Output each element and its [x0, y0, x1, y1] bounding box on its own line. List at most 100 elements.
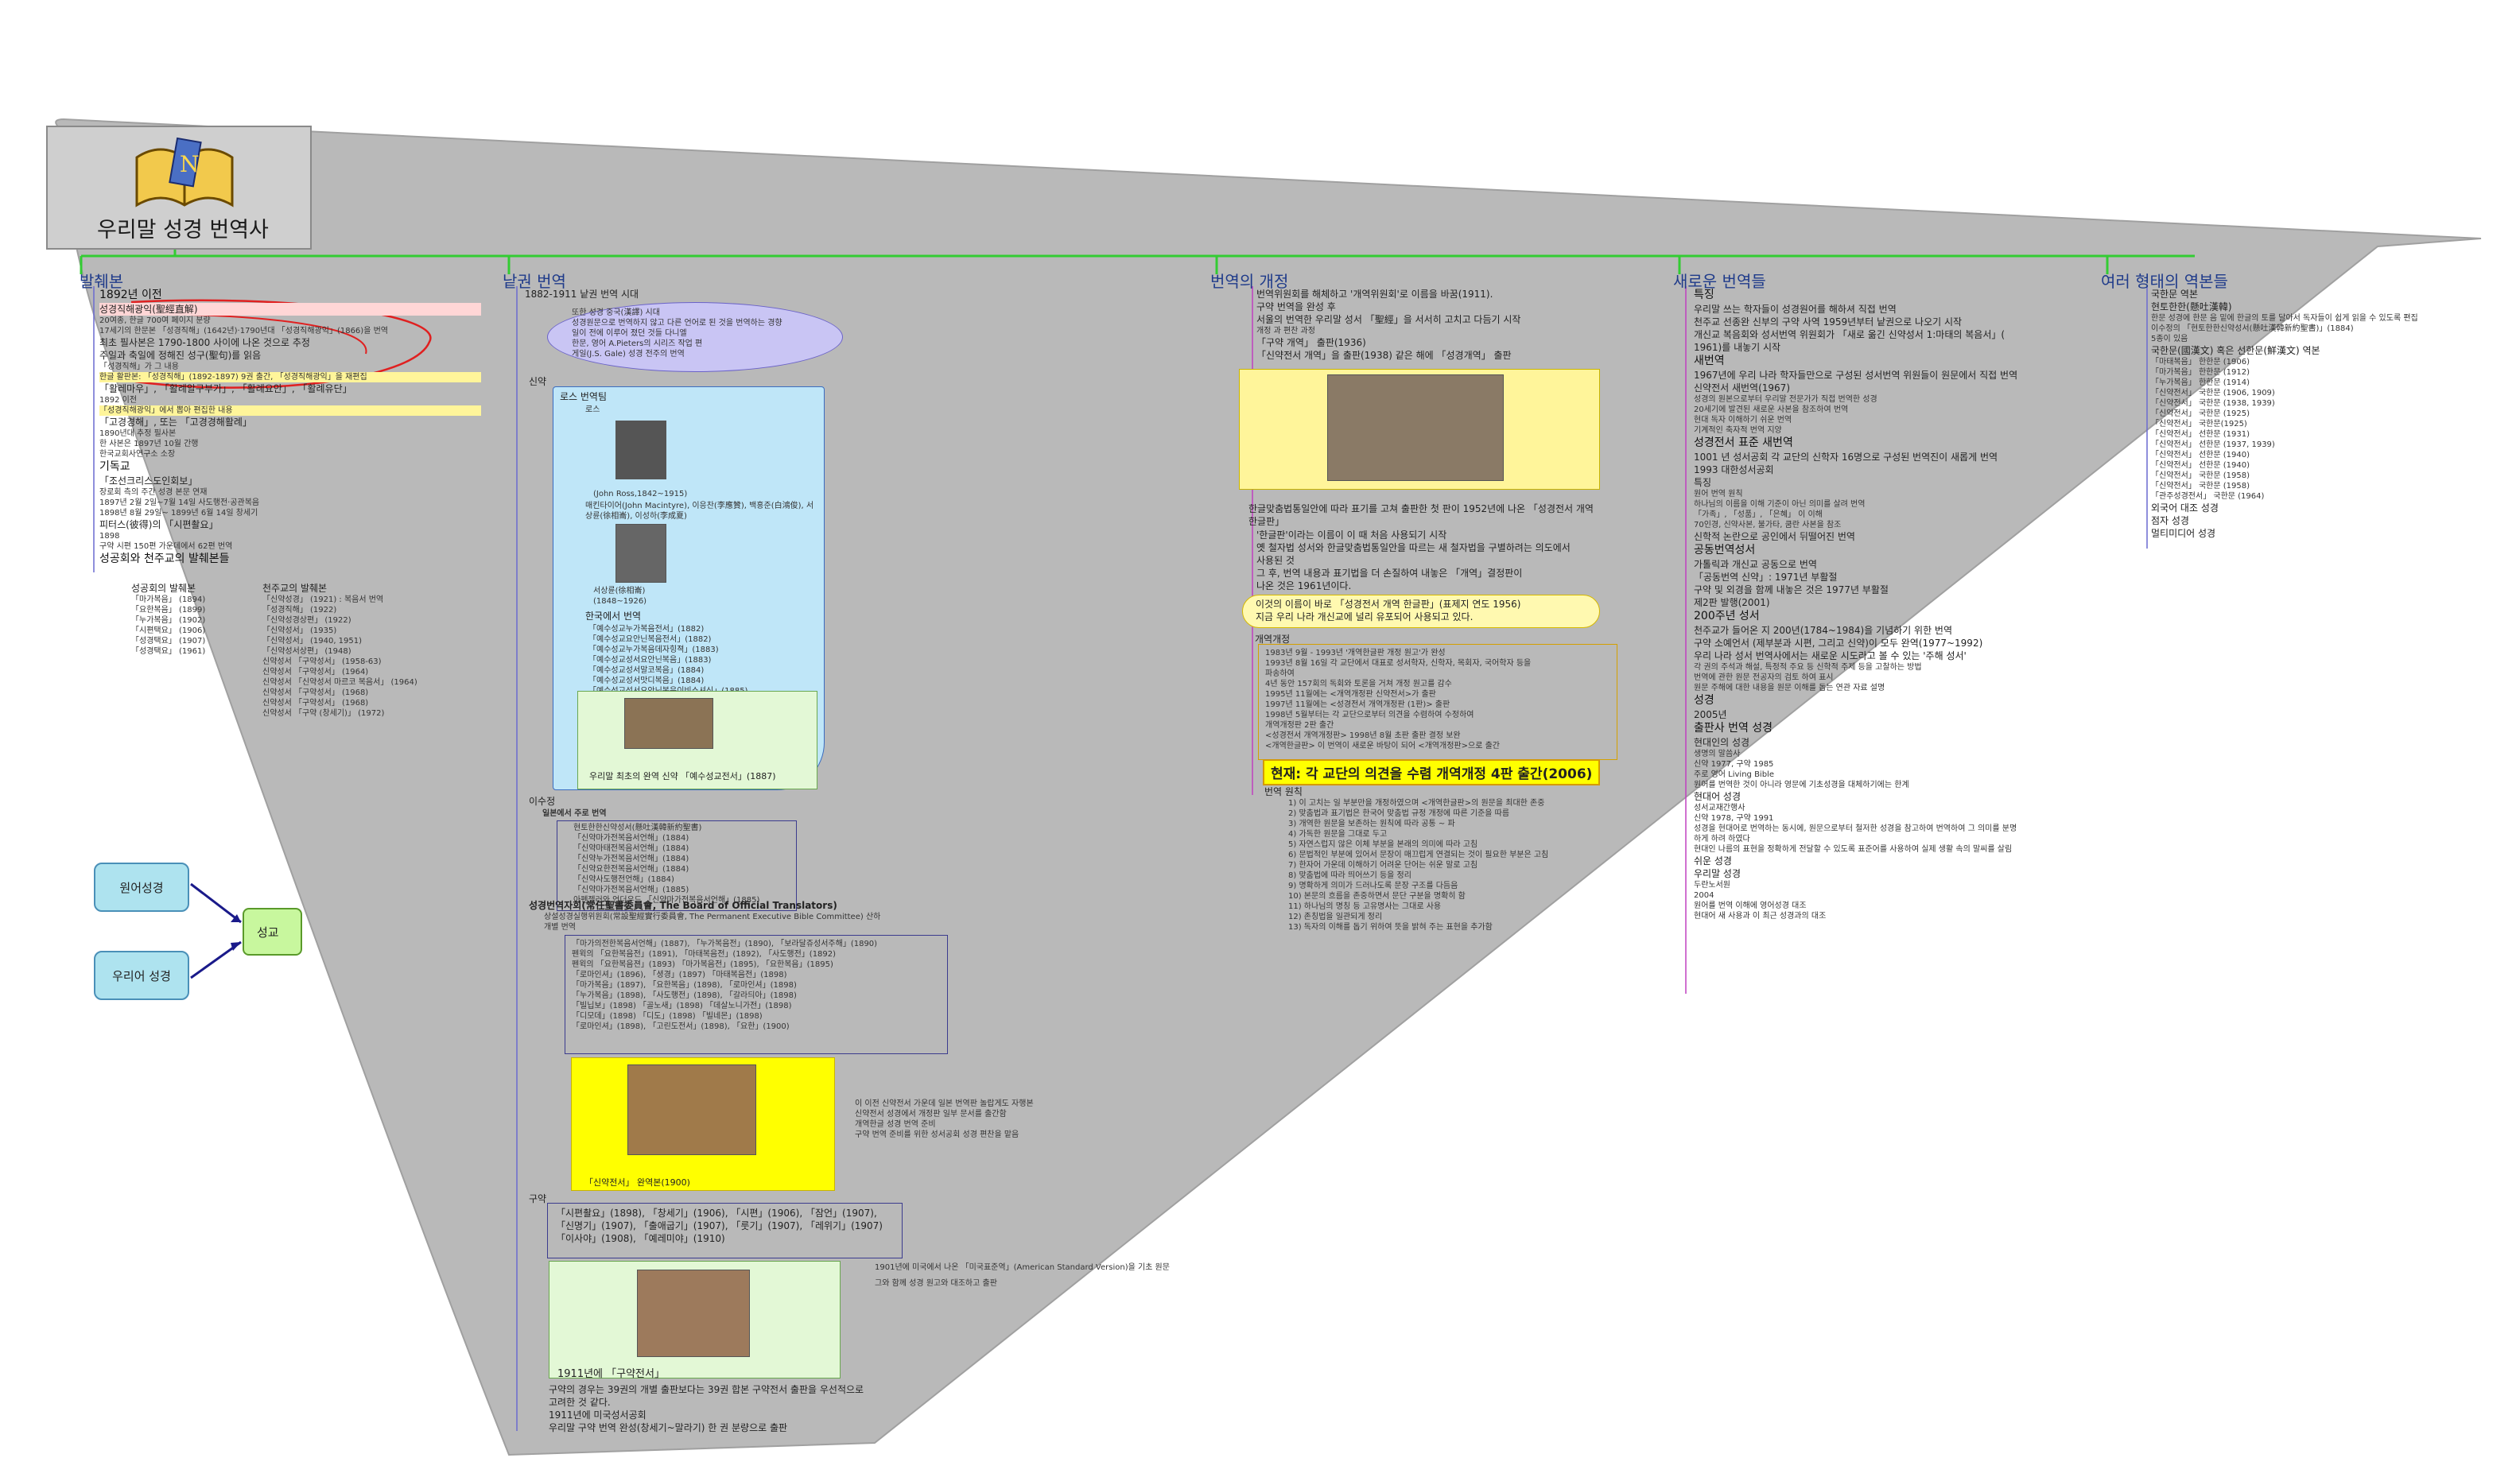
revision-item: 나온 것은 1961년이다. [1256, 580, 1352, 591]
ross-translation-item: 「예수성교요안닌복음전서」(1882) [588, 635, 712, 644]
revision-history-item: 1993년 8월 16일 각 교단에서 대표로 성서학자, 신학자, 목회자, … [1265, 659, 1532, 668]
version-form-item: 국한문 역본 [2151, 289, 2199, 300]
version-form-item: 「마가복음」 한한문 (1912) [2151, 368, 2250, 377]
old-testament-photo-box: 1911년에 「구약전서」 [549, 1261, 841, 1380]
new-translation-item: 1001 년 성서공회 각 교단의 신학자 16명으로 구성된 번역진이 새롭게… [1694, 452, 1998, 463]
catholic-item: 신약성서 「구약성서」 (1968) [262, 688, 369, 697]
new-translation-item: 천주교가 들어온 지 200년(1784~1984)을 기념하기 위한 번역 [1694, 625, 1953, 636]
ross-collaborators: 매킨타이어(John Macintyre), 이응찬(李應贊), 백홍준(白鴻俊… [585, 502, 814, 521]
new-translation-item: 현대인 나름의 표현을 정확하게 전달할 수 있도록 표준어를 사용하여 실제 … [1694, 845, 2013, 854]
excerpt-item: 성공회와 천주교의 발췌본들 [99, 553, 230, 565]
ross-name: 로스 [585, 405, 600, 414]
old-testament-tail-item: 우리말 구약 번역 완성(창세기~말라기) 한 권 분량으로 출판 [549, 1422, 788, 1433]
new-translation-item: 성경의 원본으로부터 우리말 전문가가 직접 번역한 성경 [1694, 395, 1877, 404]
ross-translation-item: 「예수성교성서말코복음」(1884) [588, 666, 705, 675]
version-form-item: 국한문(國漢文) 혹은 선한문(鮮漢文) 역본 [2151, 345, 2320, 356]
excerpt-item: 1892년 이전 [99, 289, 162, 301]
new-translation-item: 출판사 번역 성경 [1694, 722, 1773, 735]
new-translation-item: 1961)를 내놓기 시작 [1694, 342, 1781, 353]
revision-item: 구약 번역을 완성 후 [1256, 301, 1336, 312]
ross-translation-item: 「예수성교성서요안닌복음」(1883) [588, 656, 712, 665]
anglican-item: 「누가복음」 (1902) [131, 616, 206, 625]
korean-bible-button[interactable]: 우리어 성경 [94, 951, 189, 1000]
revision-history-item: <성경전서 개역개정판> 1998년 8월 초판 출판 결정 보완 [1265, 731, 1461, 740]
excerpt-item: 1898 [99, 532, 120, 541]
version-form-item: 「신약전서」 선한문 (1937, 1939) [2151, 440, 2275, 449]
translation-principle: 8) 맞춤법에 따라 띄어쓰기 등을 정리 [1288, 871, 1411, 880]
arrow-head [231, 942, 241, 951]
catholic-head: 천주교의 발췌본 [262, 583, 328, 594]
yesu-translation-item: 「신약누가전복음서언해」(1884) [573, 855, 689, 863]
new-testament-caption: 「신약전서」 완역본(1900) [584, 1177, 690, 1188]
translation-principle: 6) 문법적인 부분에 있어서 문장이 매끄럽게 연결되는 것이 필요한 부분은… [1288, 851, 1549, 859]
branch-label-single-books[interactable]: 낱권 번역 [503, 272, 566, 291]
yesu-translation-item: 「신약마태전복음서언해」(1884) [573, 844, 689, 853]
branch-label-various-forms[interactable]: 여러 형태의 역본들 [2101, 272, 2228, 291]
new-translation-item: 성경전서 표준 새번역 [1694, 436, 1793, 449]
revision-item: 「구약 개역」 출판(1936) [1256, 337, 1366, 348]
excerpt-item: 한글 활판본: 「성경직해」(1892-1897) 9권 출간, 「성경직해광익… [99, 372, 481, 382]
new-translation-item: 번역에 관한 원문 전공자의 검토 하여 표시 [1694, 673, 1834, 682]
board-head: 성경번역자회(常任聖書委員會, The Board of Official Tr… [529, 900, 837, 911]
seo-name: 서상륜(徐相崙) [593, 587, 646, 595]
new-testament-note: 개역한글 성경 번역 준비 [855, 1120, 936, 1129]
version-form-item: 「신약전서」 선한문 (1940) [2151, 451, 2250, 460]
translation-principle: 3) 개역한 원문을 보존하는 원칙에 따라 공통 ~ 파 [1288, 820, 1455, 828]
era-note: 성경원문으로 번역하지 않고 다른 언어로 된 것을 번역하는 경향 [572, 319, 782, 328]
center-node-button[interactable]: 성교 [243, 908, 302, 956]
ross-photo-box: 우리말 최초의 완역 신약 「예수성교전서」(1887) [577, 691, 817, 789]
ross-translation-item: 「예수성교성서맛디복음」(1884) [588, 677, 705, 685]
revision-item: '한글판'이라는 이름이 이 때 처음 사용되기 시작 [1256, 529, 1447, 541]
board-list-box: 「마가의전한복음서언해」(1887), 「누가복음전」(1890), 「보라달쥬… [565, 935, 948, 1054]
board-translation-item: 「마가의전한복음서언해」(1887), 「누가복음전」(1890), 「보라달쥬… [572, 940, 878, 948]
excerpt-item: 한 사본은 1897년 10월 간행 [99, 440, 199, 448]
title-box: N 우리말 성경 번역사 [46, 126, 312, 250]
version-form-item: 「신약전서」 국한문 (1938, 1939) [2151, 399, 2275, 408]
catholic-item: 「신약성서」 (1935) [262, 626, 337, 635]
version-form-item: 「신약전서」 선한문 (1940) [2151, 461, 2250, 470]
translation-principle: 7) 한자어 가운데 이해하기 어려운 단어는 쉬운 말로 고침 [1288, 861, 1478, 870]
anglican-item: 「성경택요」 (1907) [131, 637, 206, 646]
branch-label-revision[interactable]: 번역의 개정 [1210, 272, 1289, 291]
excerpt-item: 장로회 측의 주간 성경 본문 연재 [99, 488, 208, 497]
revision-ellipse: 이것의 이름이 바로 「성경전서 개역 한글판」(표제지 연도 1956)지금 … [1242, 595, 1600, 628]
version-form-item: 5종이 있음 [2151, 335, 2188, 343]
original-language-bible-button[interactable]: 원어성경 [94, 863, 189, 912]
version-form-item: 「신약전서」 국한문(1925) [2151, 420, 2247, 428]
revision-ellipse-line: 이것의 이름이 바로 「성경전서 개역 한글판」(표제지 연도 1956) [1256, 599, 1521, 610]
new-testament-note: 구약 번역 준비를 위한 성서공회 성경 편찬을 맡음 [855, 1130, 1019, 1139]
catholic-item: 「신약성경상편」 (1922) [262, 616, 351, 625]
excerpt-item: 「활레마우」, 「활례알구부가」, 「활례요안」, 「활례유단」 [99, 383, 352, 394]
catholic-item: 신약성서 「구약성서」 (1964) [262, 668, 369, 677]
period-heading: 1882-1911 낱권 번역 시대 [525, 289, 639, 300]
board-translation-item: 「로마인셔」(1896), 「셩경」(1897) 「마태복음전」(1898) [572, 971, 787, 979]
revision-bible-photo [1327, 374, 1504, 481]
translation-principle: 12) 존칭법을 일관되게 정리 [1288, 913, 1383, 921]
branch-label-new-translations[interactable]: 새로운 번역들 [1673, 272, 1766, 291]
new-translation-item: 원어 번역 원칙 [1694, 490, 1743, 498]
anglican-head: 성공회의 발췌본 [131, 583, 196, 594]
branch-label-excerpt[interactable]: 발췌본 [80, 272, 124, 291]
version-form-item: 「신약전서」 국한문 (1906, 1909) [2151, 389, 2275, 397]
old-testament-item: 「이사야」(1908), 「예레미야」(1910) [556, 1233, 725, 1244]
new-testament-photo-box: 「신약전서」 완역본(1900) [571, 1057, 835, 1191]
catholic-item: 신약성서 「구약성서」 (1958-63) [262, 657, 382, 666]
version-form-item: 이수정의 「현토한한신약성서(懸吐漢韓新約聖書)」(1884) [2151, 324, 2354, 333]
era-note: 또한 성경 중국(漢譯) 시대 [572, 308, 660, 317]
new-translation-item: 1967년에 우리 나라 학자들만으로 구성된 성서번역 위원들이 원문에서 직… [1694, 370, 2018, 381]
new-translation-item: 현대 독자 이해하기 쉬운 번역 [1694, 416, 1792, 425]
board-translation-item: 「누가복음」(1898), 「사도행전」(1898), 「갈라듸아」(1898) [572, 991, 797, 1000]
new-translation-item: 2005년 [1694, 709, 1727, 720]
catholic-item: 「신약성경」 (1921) : 복음서 번역 [262, 595, 384, 604]
catholic-excerpts: 천주교의 발췌본 「신약성경」 (1921) : 복음서 번역「성경직해」 (1… [262, 582, 461, 719]
revision-history-item: 4년 동안 157회의 독회와 토론을 거쳐 개정 원고를 감수 [1265, 680, 1452, 688]
anglican-item: 「시편택요」 (1906) [131, 626, 206, 635]
new-translation-item: 성서교재간행사 [1694, 804, 1745, 812]
board-translation-item: 「마가복음」(1897), 「요한복음」(1898), 「로마인셔」(1898) [572, 981, 797, 990]
old-testament-list-box: 「시편촬요」(1898), 「창세기」(1906), 「시편」(1906), 「… [547, 1203, 903, 1258]
yesu-head: 이수정 [529, 796, 556, 807]
ross-translation-item: 「예수성교누가복음전서」(1882) [588, 625, 705, 634]
revision-item: 서울의 번역한 우리말 성서 「聖經」을 서서히 고치고 다듬기 시작 [1256, 314, 1521, 325]
